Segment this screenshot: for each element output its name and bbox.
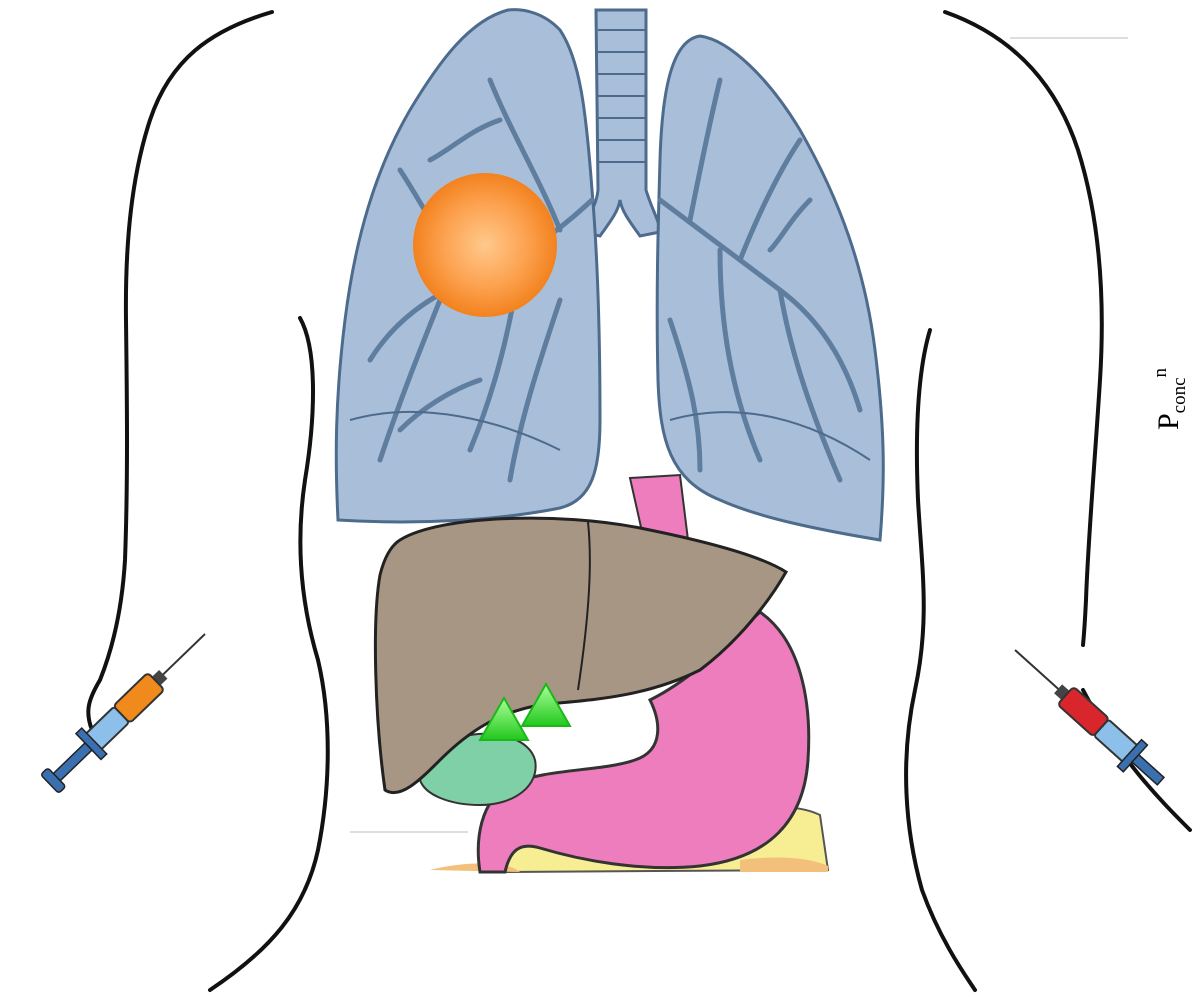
- label-subscript: conc: [1169, 377, 1190, 413]
- left-torso-line: [210, 318, 328, 990]
- syringe-icon: [37, 621, 217, 797]
- right-shoulder-line: [945, 12, 1102, 645]
- pconc-label: Pconcn: [1146, 370, 1176, 430]
- tumor-icon: [413, 173, 557, 317]
- label-superscript: n: [1150, 368, 1171, 378]
- right-lung: [657, 36, 883, 540]
- syringe-icon: [1003, 637, 1173, 795]
- left-shoulder-line: [88, 12, 272, 730]
- right-torso-line: [906, 330, 975, 990]
- label-main: P: [1152, 413, 1185, 430]
